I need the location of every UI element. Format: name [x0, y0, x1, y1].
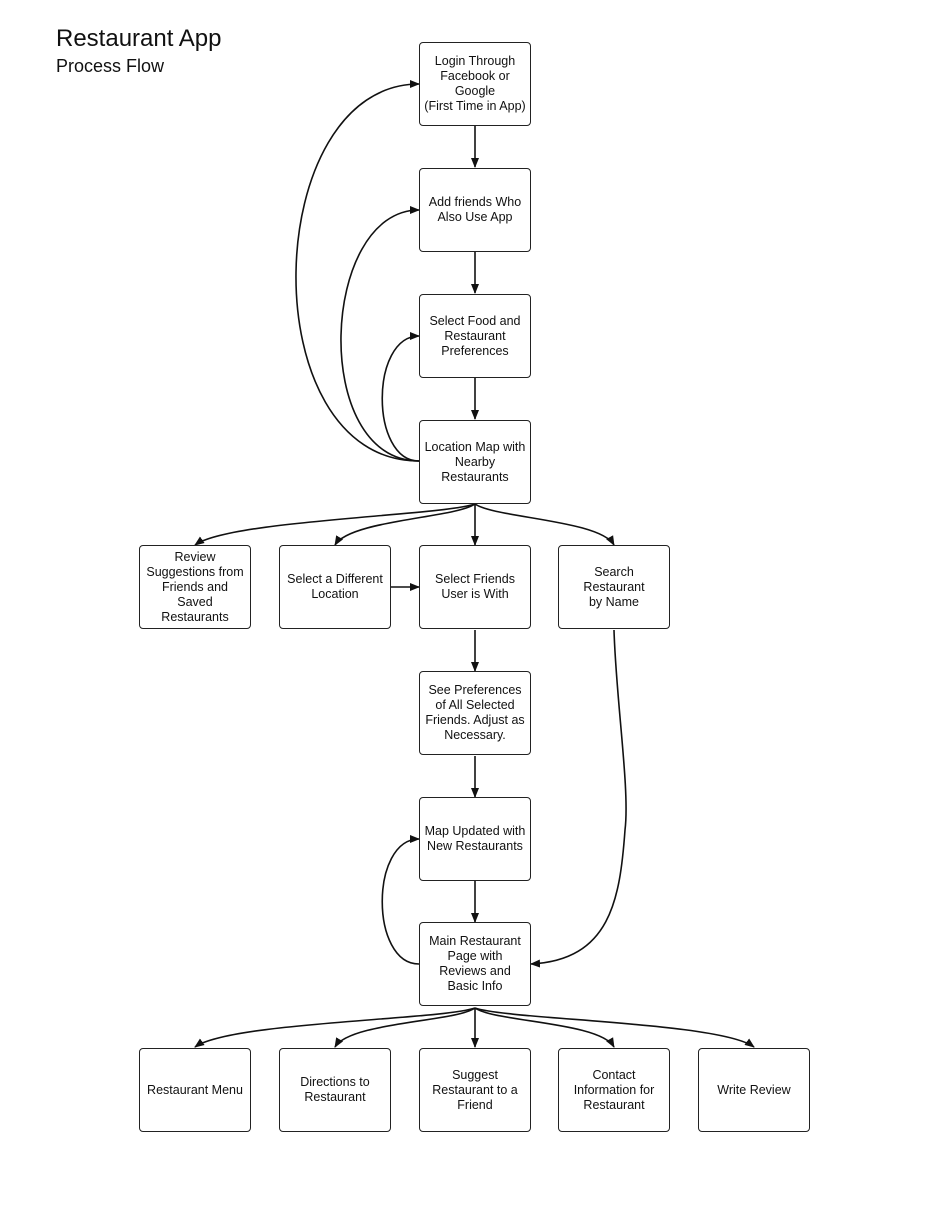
node-directions: Directions to Restaurant [279, 1048, 391, 1132]
edge-search-to-main-page [530, 629, 627, 968]
node-map-updated: Map Updated with New Restaurants [419, 797, 531, 881]
edge-location-to-different-location [334, 503, 476, 546]
node-different-location: Select a Different Location [279, 545, 391, 629]
edge-main-to-directions [334, 1007, 476, 1048]
node-write-review: Write Review [698, 1048, 810, 1132]
node-restaurant-menu: Restaurant Menu [139, 1048, 251, 1132]
page-subtitle: Process Flow [56, 56, 165, 76]
edge-main-to-contact [474, 1007, 615, 1048]
edge-location-to-search [474, 503, 615, 546]
edge-main-to-menu [194, 1007, 476, 1048]
node-search-restaurant: Search Restaurant by Name [558, 545, 670, 629]
page-title: Restaurant App [56, 25, 222, 52]
node-select-friends: Select Friends User is With [419, 545, 531, 629]
edge-location-to-preferences [381, 332, 420, 462]
node-select-preferences: Select Food and Restaurant Preferences [419, 294, 531, 378]
node-contact-information: Contact Information for Restaurant [558, 1048, 670, 1132]
node-location-map: Location Map with Nearby Restaurants [419, 420, 531, 504]
edge-location-to-add-friends [340, 206, 420, 462]
node-login: Login Through Facebook or Google (First … [419, 42, 531, 126]
edge-location-to-review [194, 503, 476, 546]
node-suggest-restaurant: Suggest Restaurant to a Friend [419, 1048, 531, 1132]
edge-main-page-to-map-updated [381, 835, 420, 965]
node-add-friends: Add friends Who Also Use App [419, 168, 531, 252]
node-review-suggestions: Review Suggestions from Friends and Save… [139, 545, 251, 629]
edge-main-to-write-review [474, 1007, 755, 1048]
node-main-restaurant-page: Main Restaurant Page with Reviews and Ba… [419, 922, 531, 1006]
edge-location-to-login [295, 80, 420, 462]
node-see-preferences: See Preferences of All Selected Friends.… [419, 671, 531, 755]
